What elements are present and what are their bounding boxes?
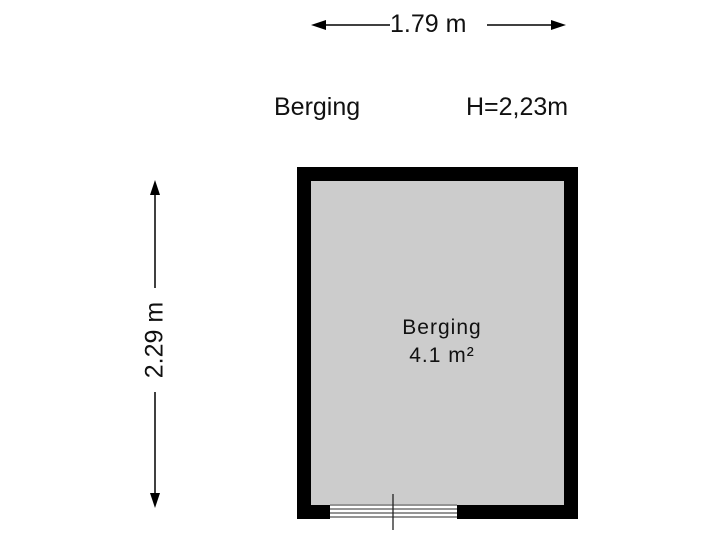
depth-dimension-label: 2.29 m <box>140 301 169 379</box>
room-name: Berging <box>402 316 482 339</box>
width-dimension-arrow <box>311 20 566 30</box>
door-threshold <box>330 494 457 530</box>
room-title: Berging <box>274 93 361 121</box>
width-dimension-label: 1.79 m <box>390 10 467 38</box>
ceiling-height-label: H=2,23m <box>466 93 569 121</box>
depth-dimension-arrow <box>150 180 160 508</box>
room-label: Berging 4.1 m² <box>362 314 522 370</box>
room-walls <box>297 167 578 520</box>
room-area: 4.1 m² <box>409 344 475 367</box>
